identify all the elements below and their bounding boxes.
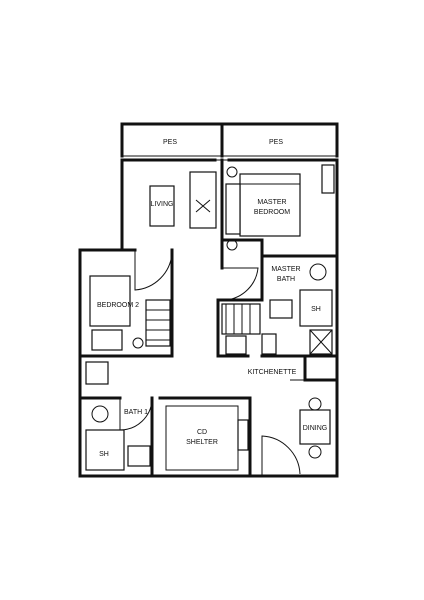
cd-shelter-label-line2: SHELTER (186, 439, 218, 446)
interior-walls (78, 158, 339, 478)
kitchenette-label: KITCHENETTE (248, 369, 297, 376)
cd-shelter-block (165, 405, 249, 471)
kitchenette-counter (221, 303, 277, 355)
living-furniture (149, 171, 217, 229)
dining-furniture (299, 397, 331, 459)
doors (119, 250, 305, 476)
master-bath-label-line1: MASTER (271, 266, 300, 273)
dining-label: DINING (303, 425, 328, 432)
cd-shelter-label-line1: CD (197, 429, 207, 436)
outer-walls (78, 158, 339, 478)
master-bath-fixtures (269, 263, 333, 355)
master-bedroom-label-line2: BEDROOM (254, 209, 290, 216)
bath1-label: BATH 1 (124, 409, 148, 416)
sh-master-label: SH (311, 306, 321, 313)
living-label: LIVING (151, 201, 174, 208)
master-bedroom-furniture (225, 164, 335, 251)
sh-bath1-label: SH (99, 451, 109, 458)
master-bath-label-line2: BATH (277, 276, 295, 283)
bedroom2-label: BEDROOM 2 (97, 302, 139, 309)
pes-area (120, 122, 339, 161)
master-bedroom-label-line1: MASTER (257, 199, 286, 206)
pes-right-label: PES (269, 139, 283, 146)
bath1-fixtures (85, 361, 151, 471)
bedroom2-furniture (89, 275, 171, 351)
pes-left-label: PES (163, 139, 177, 146)
